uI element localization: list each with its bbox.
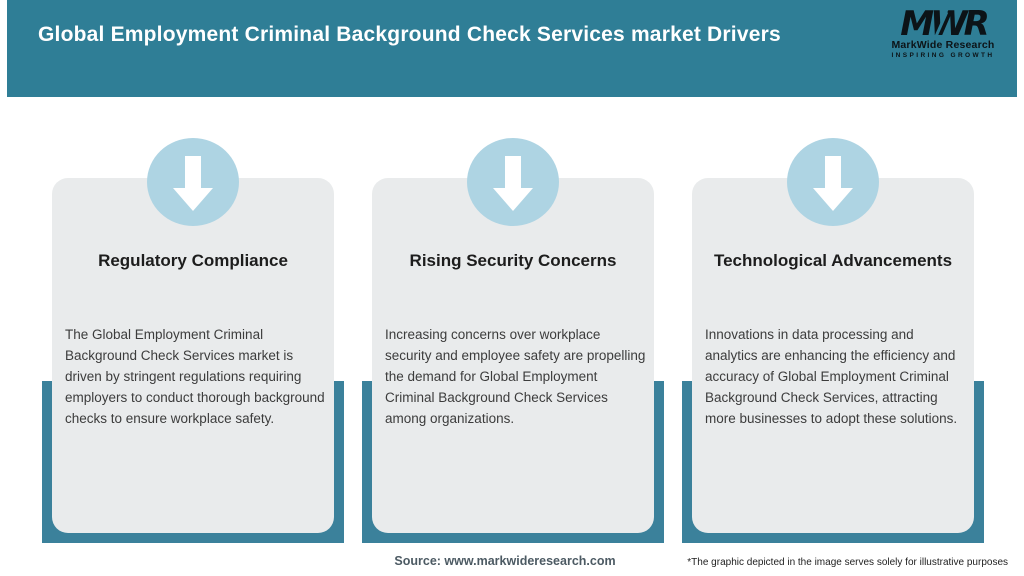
brand-logo: MWR MarkWide Research INSPIRING GROWTH bbox=[883, 7, 1003, 60]
page-title: Global Employment Criminal Background Ch… bbox=[38, 23, 781, 46]
card-panel bbox=[52, 178, 334, 533]
card-description: Innovations in data processing and analy… bbox=[705, 327, 958, 426]
down-arrow-icon bbox=[147, 138, 239, 226]
driver-card-regulatory-compliance: Regulatory Compliance The Global Employm… bbox=[42, 138, 344, 543]
card-title: Technological Advancements bbox=[713, 251, 953, 270]
down-arrow-icon bbox=[467, 138, 559, 226]
card-description: The Global Employment Criminal Backgroun… bbox=[65, 327, 325, 426]
down-arrow-icon bbox=[787, 138, 879, 226]
header-bar: Global Employment Criminal Background Ch… bbox=[7, 0, 1017, 97]
source-text: Source: www.markwideresearch.com bbox=[394, 554, 616, 568]
logo-name: MarkWide Research bbox=[891, 39, 995, 51]
driver-card-rising-security-concerns: Rising Security Concerns Increasing conc… bbox=[362, 138, 664, 543]
logo-acronym: MWR bbox=[900, 7, 990, 41]
card-panel bbox=[372, 178, 654, 533]
disclaimer-text: *The graphic depicted in the image serve… bbox=[687, 557, 1008, 568]
card-title: Rising Security Concerns bbox=[409, 251, 617, 270]
card-description: Increasing concerns over workplace secur… bbox=[385, 327, 646, 426]
logo-tagline: INSPIRING GROWTH bbox=[891, 52, 995, 59]
driver-card-technological-advancements: Technological Advancements Innovations i… bbox=[682, 138, 984, 543]
card-title: Regulatory Compliance bbox=[98, 251, 288, 270]
card-panel bbox=[692, 178, 974, 533]
